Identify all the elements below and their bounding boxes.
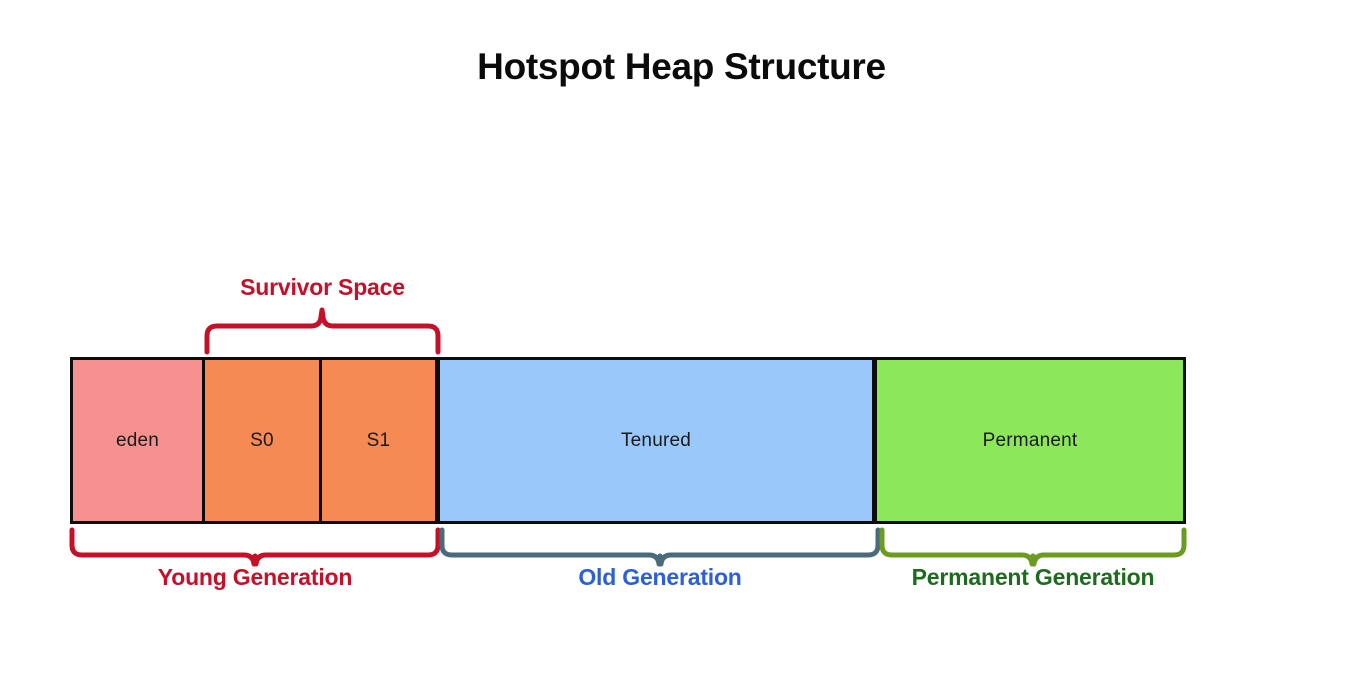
- young-generation-label: Young Generation: [157, 564, 353, 590]
- heap-segment-permanent-label: Permanent: [982, 429, 1078, 451]
- heap-segment-s0-label: S0: [250, 429, 274, 451]
- young-generation-brace: [69, 527, 441, 567]
- permanent-generation-brace: [879, 527, 1187, 567]
- page-title: Hotspot Heap Structure: [477, 46, 886, 87]
- survivor-space-brace: [204, 307, 441, 355]
- heap-segment-permanent: Permanent: [877, 360, 1183, 521]
- survivor-space-label: Survivor Space: [240, 274, 405, 300]
- old-generation-label: Old Generation: [578, 564, 742, 590]
- heap-segment-eden-label: eden: [115, 429, 160, 451]
- heap-bar: eden S0 S1 Tenured Permanent: [70, 357, 1186, 524]
- heap-segment-s1-label: S1: [366, 429, 391, 451]
- heap-segment-s0: S0: [205, 360, 322, 521]
- heap-segment-tenured-label: Tenured: [620, 429, 692, 451]
- old-generation-brace: [439, 527, 881, 567]
- heap-segment-tenured: Tenured: [440, 360, 877, 521]
- heap-segment-eden: eden: [73, 360, 205, 521]
- heap-segment-s1: S1: [322, 360, 440, 521]
- permanent-generation-label: Permanent Generation: [911, 564, 1155, 590]
